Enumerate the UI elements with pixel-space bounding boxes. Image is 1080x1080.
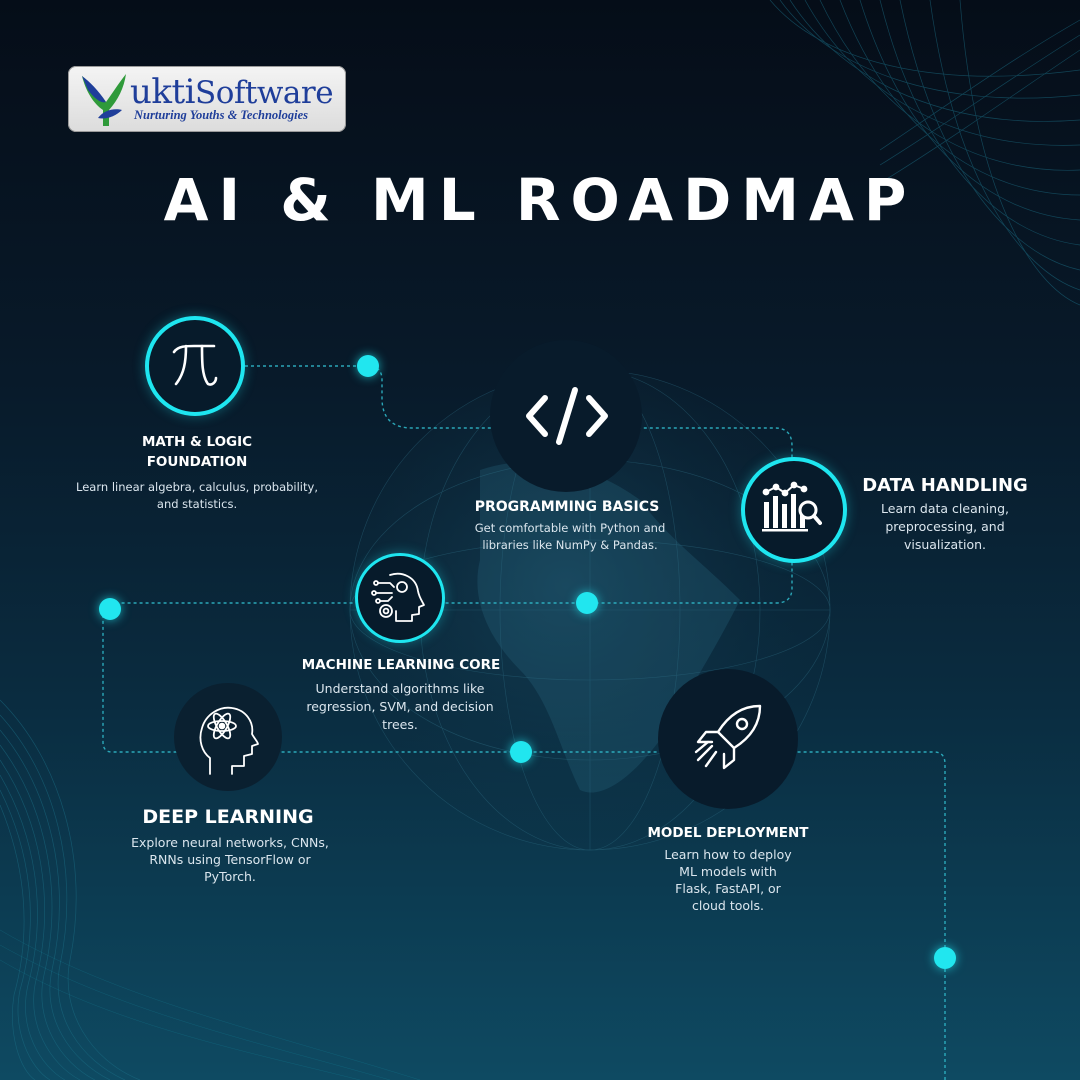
math-step-ring	[145, 316, 245, 416]
chart-magnifier-icon	[762, 481, 822, 532]
deep-learning-step-title: DEEP LEARNING	[142, 806, 314, 828]
math-step-title: MATH & LOGIC FOUNDATION	[110, 432, 284, 472]
data-desc-line-3: visualization.	[903, 537, 987, 552]
rocket-icon	[694, 704, 762, 770]
math-desc-line-2: and statistics.	[156, 497, 238, 511]
connector-dot	[576, 592, 598, 614]
deployment-step-description: Learn how to deploy ML models with Flask…	[628, 846, 828, 914]
connector-dot	[357, 355, 379, 377]
code-brackets-icon	[526, 387, 608, 445]
programming-desc-line-2: libraries like NumPy & Pandas.	[482, 538, 658, 552]
page-title: AI & ML ROADMAP	[163, 166, 917, 234]
deep-learning-step-disc	[174, 683, 282, 791]
ml-core-step-ring	[355, 553, 445, 643]
programming-step-title: PROGRAMMING BASICS	[474, 499, 660, 515]
data-step-description: Learn data cleaning, preprocessing, and …	[864, 500, 1026, 554]
brain-atom-icon	[199, 706, 259, 775]
deployment-desc-line-4: cloud tools.	[692, 898, 764, 913]
y-leaf-logo-icon	[82, 74, 126, 126]
brand-word-software: Software	[195, 75, 334, 111]
data-step-title: DATA HANDLING	[862, 475, 1028, 496]
ai-head-circuit-icon	[371, 572, 425, 622]
deployment-step-title: MODEL DEPLOYMENT	[647, 825, 809, 841]
math-step-description: Learn linear algebra, calculus, probabil…	[70, 479, 324, 513]
deployment-desc-line-1: Learn how to deploy	[664, 847, 792, 862]
deep-learning-desc-line-3: PyTorch.	[204, 869, 256, 884]
deep-learning-step-description: Explore neural networks, CNNs, RNNs usin…	[120, 834, 340, 885]
connector-dot	[99, 598, 121, 620]
ml-core-desc-line-1: Understand algorithms like	[315, 681, 485, 696]
deep-learning-desc-line-1: Explore neural networks, CNNs,	[131, 835, 329, 850]
pi-icon	[172, 344, 218, 386]
deployment-step-disc	[658, 669, 798, 809]
brand-wordmark: uktiSoftware	[130, 72, 334, 112]
connector-dot	[934, 947, 956, 969]
programming-step-description: Get comfortable with Python and librarie…	[450, 520, 690, 554]
ml-core-desc-line-3: trees.	[382, 717, 418, 732]
brand-word-ukti: ukti	[130, 72, 196, 112]
math-title-line-1: MATH & LOGIC	[141, 434, 253, 450]
math-desc-line-1: Learn linear algebra, calculus, probabil…	[76, 480, 318, 494]
ml-core-step-title: MACHINE LEARNING CORE	[301, 657, 501, 673]
ml-core-step-description: Understand algorithms like regression, S…	[290, 680, 510, 734]
data-desc-line-2: preprocessing, and	[885, 519, 1005, 534]
deployment-desc-line-2: ML models with	[679, 864, 777, 879]
brand-tagline: Nurturing Youths & Technologies	[134, 108, 309, 122]
math-title-line-2: FOUNDATION	[146, 454, 248, 470]
connector-dot	[510, 741, 532, 763]
ml-core-desc-line-2: regression, SVM, and decision	[306, 699, 494, 714]
deep-learning-desc-line-2: RNNs using TensorFlow or	[149, 852, 311, 867]
data-desc-line-1: Learn data cleaning,	[881, 501, 1009, 516]
deployment-desc-line-3: Flask, FastAPI, or	[675, 881, 781, 896]
programming-desc-line-1: Get comfortable with Python and	[474, 521, 666, 535]
brand-logo: uktiSoftware Nurturing Youths & Technolo…	[68, 66, 346, 132]
